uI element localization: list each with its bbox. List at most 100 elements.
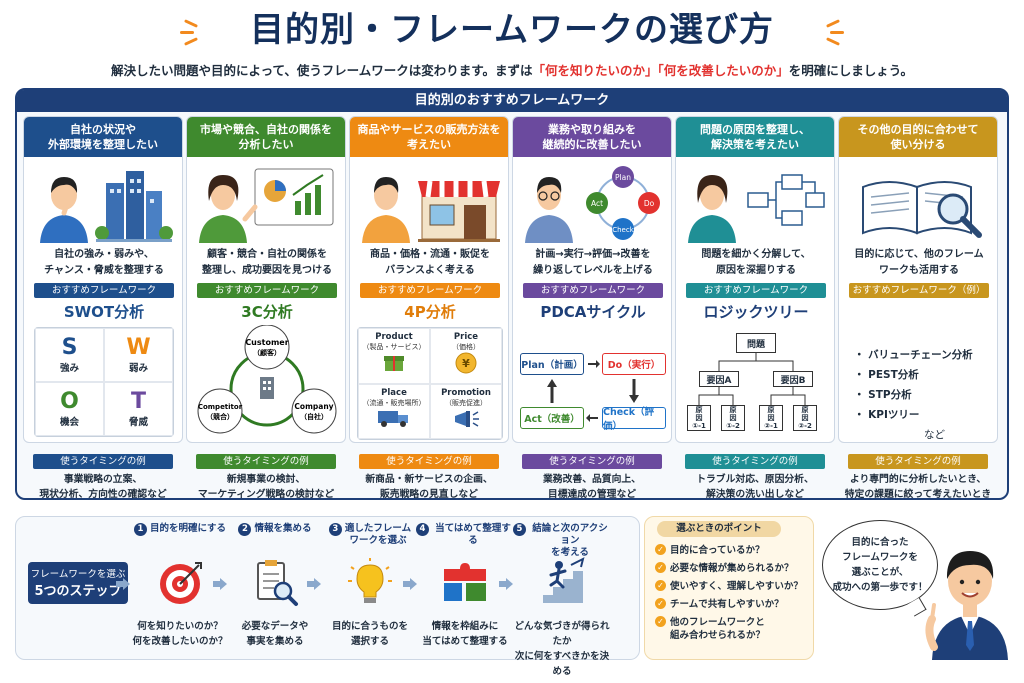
fourp-cell: Place（流通・販売場所） bbox=[358, 383, 430, 439]
step-title-text: 情報を集める bbox=[254, 523, 312, 534]
target-icon bbox=[160, 562, 202, 604]
truck-icon bbox=[378, 410, 408, 427]
subtitle-text: 解決したい問題や目的によって、使うフレームワークは変わります。まずは bbox=[110, 63, 533, 78]
purpose-column-6: その他の目的に合わせて 使い分ける 目的に応じて、他のフレーム ワークも活用する… bbox=[838, 116, 998, 500]
timing-bar: 使うタイミングの例 bbox=[33, 454, 173, 469]
points-panel: 選ぶときのポイント ✓目的に合っているか？✓必要な情報が集められるか？✓使いやす… bbox=[644, 516, 814, 660]
framework-panel: 目的別のおすすめフレームワーク 自社の状況や 外部環境を整理したい 自社の強み・… bbox=[15, 88, 1009, 500]
subtitle-text-end: を明確にしましょう。 bbox=[788, 63, 914, 78]
logic-leaf-char: 因 bbox=[801, 414, 809, 422]
timing-bar: 使うタイミングの例 bbox=[359, 454, 499, 469]
logic-node-a: 要因A bbox=[699, 371, 739, 387]
point-text: 使いやすく、理解しやすいか？ bbox=[670, 581, 803, 592]
swot-letter: O bbox=[60, 389, 79, 414]
framework-name: 3C分析 bbox=[241, 303, 293, 321]
logic-leaf-num: ①-2 bbox=[726, 422, 740, 430]
timing-text: より専門的に分析したいとき、 特定の課題に絞って考えたいとき bbox=[844, 474, 992, 500]
fourp-cell: Product（製品・サービス） bbox=[358, 328, 430, 384]
framework-figure: Plan（計画） Do（実行） Check（評価） Act（改善） bbox=[518, 325, 668, 440]
fourp-cell: Promotion（販売促進） bbox=[430, 383, 502, 439]
logic-leaf-char: 原 bbox=[801, 406, 809, 414]
swot-label: 弱み bbox=[128, 363, 148, 374]
megaphone-icon bbox=[455, 410, 479, 427]
pdca-illus-do: Do bbox=[644, 199, 655, 208]
framework-name: ロジックツリー bbox=[703, 303, 809, 321]
framework-name: SWOT分析 bbox=[63, 303, 145, 321]
point-text: 他のフレームワークと 組み合わせられるか？ bbox=[670, 617, 766, 641]
step-icon bbox=[250, 557, 300, 607]
framework-name: 4P分析 bbox=[404, 303, 456, 321]
pdca-check: Check（評価） bbox=[602, 407, 666, 432]
logic-leaf-char: 原 bbox=[767, 406, 775, 414]
fourp-title: Promotion bbox=[441, 387, 491, 398]
step-icon bbox=[537, 557, 587, 607]
other-framework-item: ・ バリューチェーン分析 bbox=[854, 349, 973, 361]
pdca-act: Act（改善） bbox=[520, 407, 584, 429]
purpose-illustration bbox=[34, 163, 174, 243]
purpose-column-3: 商品やサービスの販売方法を 考えたい 商品・価格・流通・販促を バランスよく考え… bbox=[349, 116, 509, 500]
purpose-description: 自社の強み・弱みや、 チャンス・脅威を整理する bbox=[44, 249, 164, 276]
logic-leaf-num: ①-1 bbox=[692, 422, 706, 430]
presenter-illustration bbox=[925, 551, 1008, 660]
points-header: 選ぶときのポイント bbox=[657, 521, 781, 537]
page-subtitle: 解決したい問題や目的によって、使うフレームワークは変わります。まずは「何を知りた… bbox=[0, 60, 1024, 79]
purpose-illustration bbox=[686, 163, 826, 243]
timing-text: 新商品・新サービスの企画、 販売戦略の見直しなど bbox=[365, 474, 493, 500]
fourp-title: Product bbox=[375, 332, 413, 342]
purpose-column-5: 問題の原因を整理し、 解決策を考えたい 問題を細かく分解して、 原因を深掘りする… bbox=[675, 116, 835, 500]
check-icon: ✓ bbox=[655, 616, 666, 627]
timing-bar: 使うタイミングの例 bbox=[685, 454, 825, 469]
step-number: 5 bbox=[513, 523, 526, 536]
fourp-title: Place bbox=[381, 387, 407, 398]
logic-node-b: 要因B bbox=[773, 371, 813, 387]
step-arrow-icon bbox=[499, 575, 513, 590]
fourp-sub: （製品・サービス） bbox=[362, 343, 426, 351]
svg-text:¥: ¥ bbox=[462, 357, 470, 370]
step-arrow-icon bbox=[307, 575, 321, 590]
pdca-illus-plan: Plan bbox=[615, 173, 631, 182]
other-more: など bbox=[924, 429, 945, 441]
step-description: 何を知りたいのか？ 何を改善したいのか？ bbox=[132, 621, 228, 647]
swot-letter: S bbox=[61, 335, 78, 360]
step-description: どんな気づきが得られたか 次に何をすべきかを決める bbox=[514, 621, 610, 677]
purpose-card: 自社の状況や 外部環境を整理したい 自社の強み・弱みや、 チャンス・脅威を整理す… bbox=[23, 116, 183, 443]
purpose-illustration bbox=[360, 163, 500, 243]
framework-figure: Customer （顧客） Competitor （競合） Company （自… bbox=[192, 324, 342, 440]
threec-competitor: Competitor bbox=[198, 403, 243, 411]
threec-competitor-jp: （競合） bbox=[206, 412, 234, 421]
timing-text: トラブル対応、原因分析、 解決策の洗い出しなど bbox=[696, 474, 814, 500]
timing-text: 事業戦略の立案、 現状分析、方向性の確認など bbox=[39, 474, 167, 500]
other-framework-item: ・ STP分析 bbox=[854, 389, 912, 401]
subtitle-question-2: 「何を改善したいのか」 bbox=[657, 63, 789, 78]
recommend-bar: おすすめフレームワーク bbox=[34, 283, 174, 298]
timing-bar: 使うタイミングの例 bbox=[196, 454, 336, 469]
threec-company-jp: （自社） bbox=[300, 412, 328, 421]
step-arrow-icon bbox=[116, 575, 130, 590]
recommend-bar: おすすめフレームワーク bbox=[523, 283, 663, 298]
step-number: 2 bbox=[238, 523, 252, 536]
swot-letter: T bbox=[130, 389, 146, 414]
logic-leaf-char: 因 bbox=[729, 414, 737, 422]
step-description: 情報を枠組みに 当てはめて整理する bbox=[422, 621, 508, 647]
threec-diagram: Customer （顧客） Competitor （競合） Company （自… bbox=[197, 324, 337, 434]
yen-coin-icon: ¥ bbox=[455, 352, 477, 374]
timing-bar: 使うタイミングの例 bbox=[848, 454, 988, 469]
point-item: ✓ 他のフレームワークと 組み合わせられるか？ bbox=[655, 616, 765, 642]
runner-stairs-icon bbox=[543, 557, 585, 603]
fourp-grid: Product（製品・サービス）Price（価格）¥Place（流通・販売場所）… bbox=[357, 327, 503, 440]
purpose-heading: 市場や競合、自社の関係を 分析したい bbox=[187, 117, 345, 157]
recommend-bar: おすすめフレームワーク bbox=[360, 283, 500, 298]
purpose-heading: 商品やサービスの販売方法を 考えたい bbox=[350, 117, 508, 157]
framework-figure: ・ バリューチェーン分析・ PEST分析・ STP分析・ KPIツリーなど bbox=[844, 325, 994, 441]
